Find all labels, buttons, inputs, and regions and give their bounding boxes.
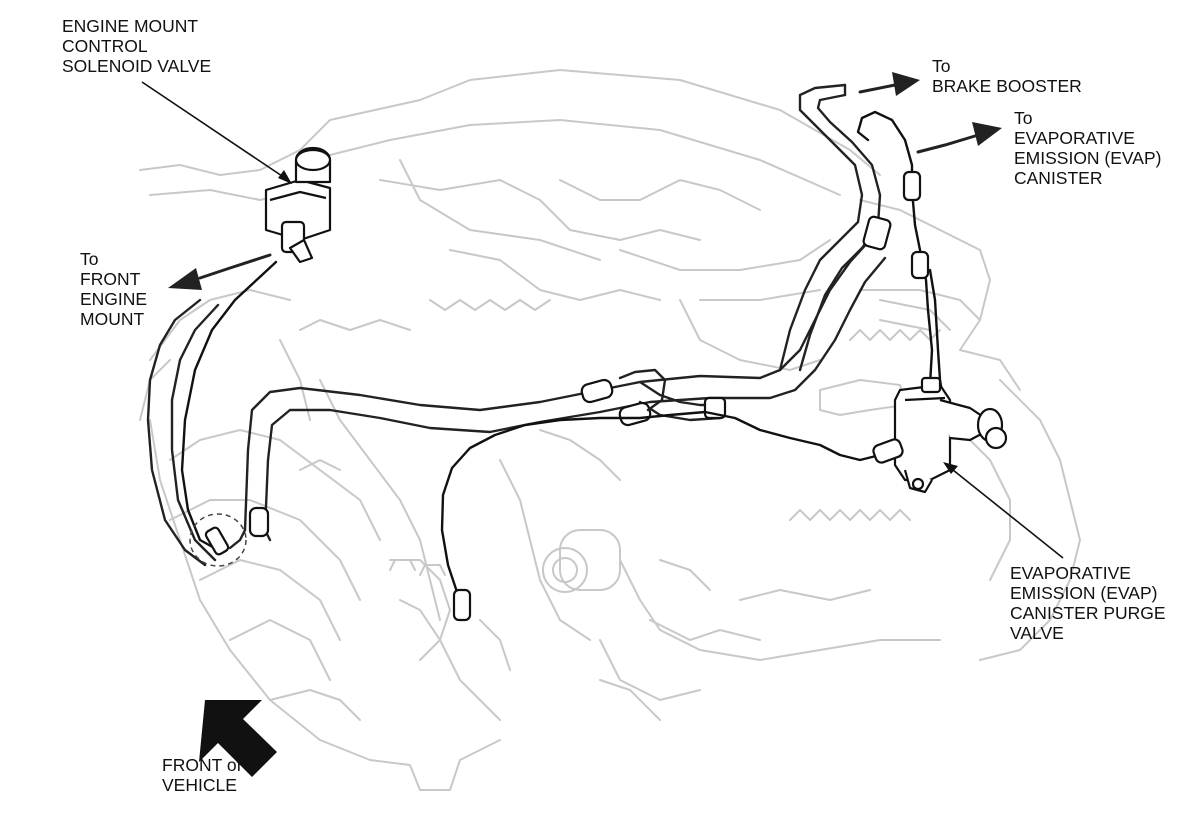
label-line: VALVE	[1010, 623, 1064, 643]
label-line: EVAPORATIVE	[1014, 128, 1135, 148]
line-fittings	[204, 170, 930, 622]
label-line: CANISTER PURGE	[1010, 603, 1166, 623]
leader-lines	[141, 81, 1064, 559]
leader-purge-valve	[947, 465, 1064, 559]
label-evap-canister: To EVAPORATIVE EMISSION (EVAP) CANISTER	[1014, 108, 1161, 188]
label-line: FRONT of	[162, 755, 242, 775]
label-line: FRONT	[80, 269, 141, 289]
label-line: MOUNT	[80, 309, 145, 329]
label-line: To	[1014, 108, 1033, 128]
label-line: ENGINE	[80, 289, 148, 309]
label-line: ENGINE MOUNT	[62, 16, 199, 36]
leader-solenoid	[141, 81, 289, 181]
label-front-engine-mount: To FRONT ENGINE MOUNT	[80, 249, 147, 329]
label-line: CANISTER	[1014, 168, 1103, 188]
front-of-vehicle-arrow-icon	[199, 700, 277, 777]
to-brake-booster-arrow	[858, 83, 897, 94]
flow-arrows	[168, 72, 1002, 290]
label-line: EVAPORATIVE	[1010, 563, 1131, 583]
label-line: EMISSION (EVAP)	[1010, 583, 1158, 603]
brake-booster-arrowhead	[892, 72, 920, 96]
evap-purge-valve	[872, 376, 1008, 494]
label-evap-purge-valve: EVAPORATIVE EMISSION (EVAP) CANISTER PUR…	[1010, 563, 1166, 643]
to-evap-canister-arrow	[916, 134, 977, 154]
label-line: EMISSION (EVAP)	[1014, 148, 1162, 168]
front-mount-arrowhead	[168, 268, 202, 290]
label-line: SOLENOID VALVE	[62, 56, 212, 76]
to-front-mount-arrow	[198, 253, 272, 280]
connection-highlight	[189, 513, 247, 567]
label-line: To	[932, 56, 951, 76]
label-line: BRAKE BOOSTER	[932, 76, 1082, 96]
label-line: To	[80, 249, 99, 269]
label-line: CONTROL	[62, 36, 148, 56]
label-front-of-vehicle: FRONT of VEHICLE	[162, 755, 241, 795]
engine-mount-solenoid-valve	[264, 146, 332, 264]
label-brake-booster: To BRAKE BOOSTER	[932, 56, 1082, 96]
evap-canister-arrowhead	[972, 122, 1002, 146]
label-line: VEHICLE	[162, 775, 237, 795]
vacuum-hoses	[146, 83, 892, 567]
label-engine-mount-solenoid: ENGINE MOUNT CONTROL SOLENOID VALVE	[62, 16, 211, 76]
